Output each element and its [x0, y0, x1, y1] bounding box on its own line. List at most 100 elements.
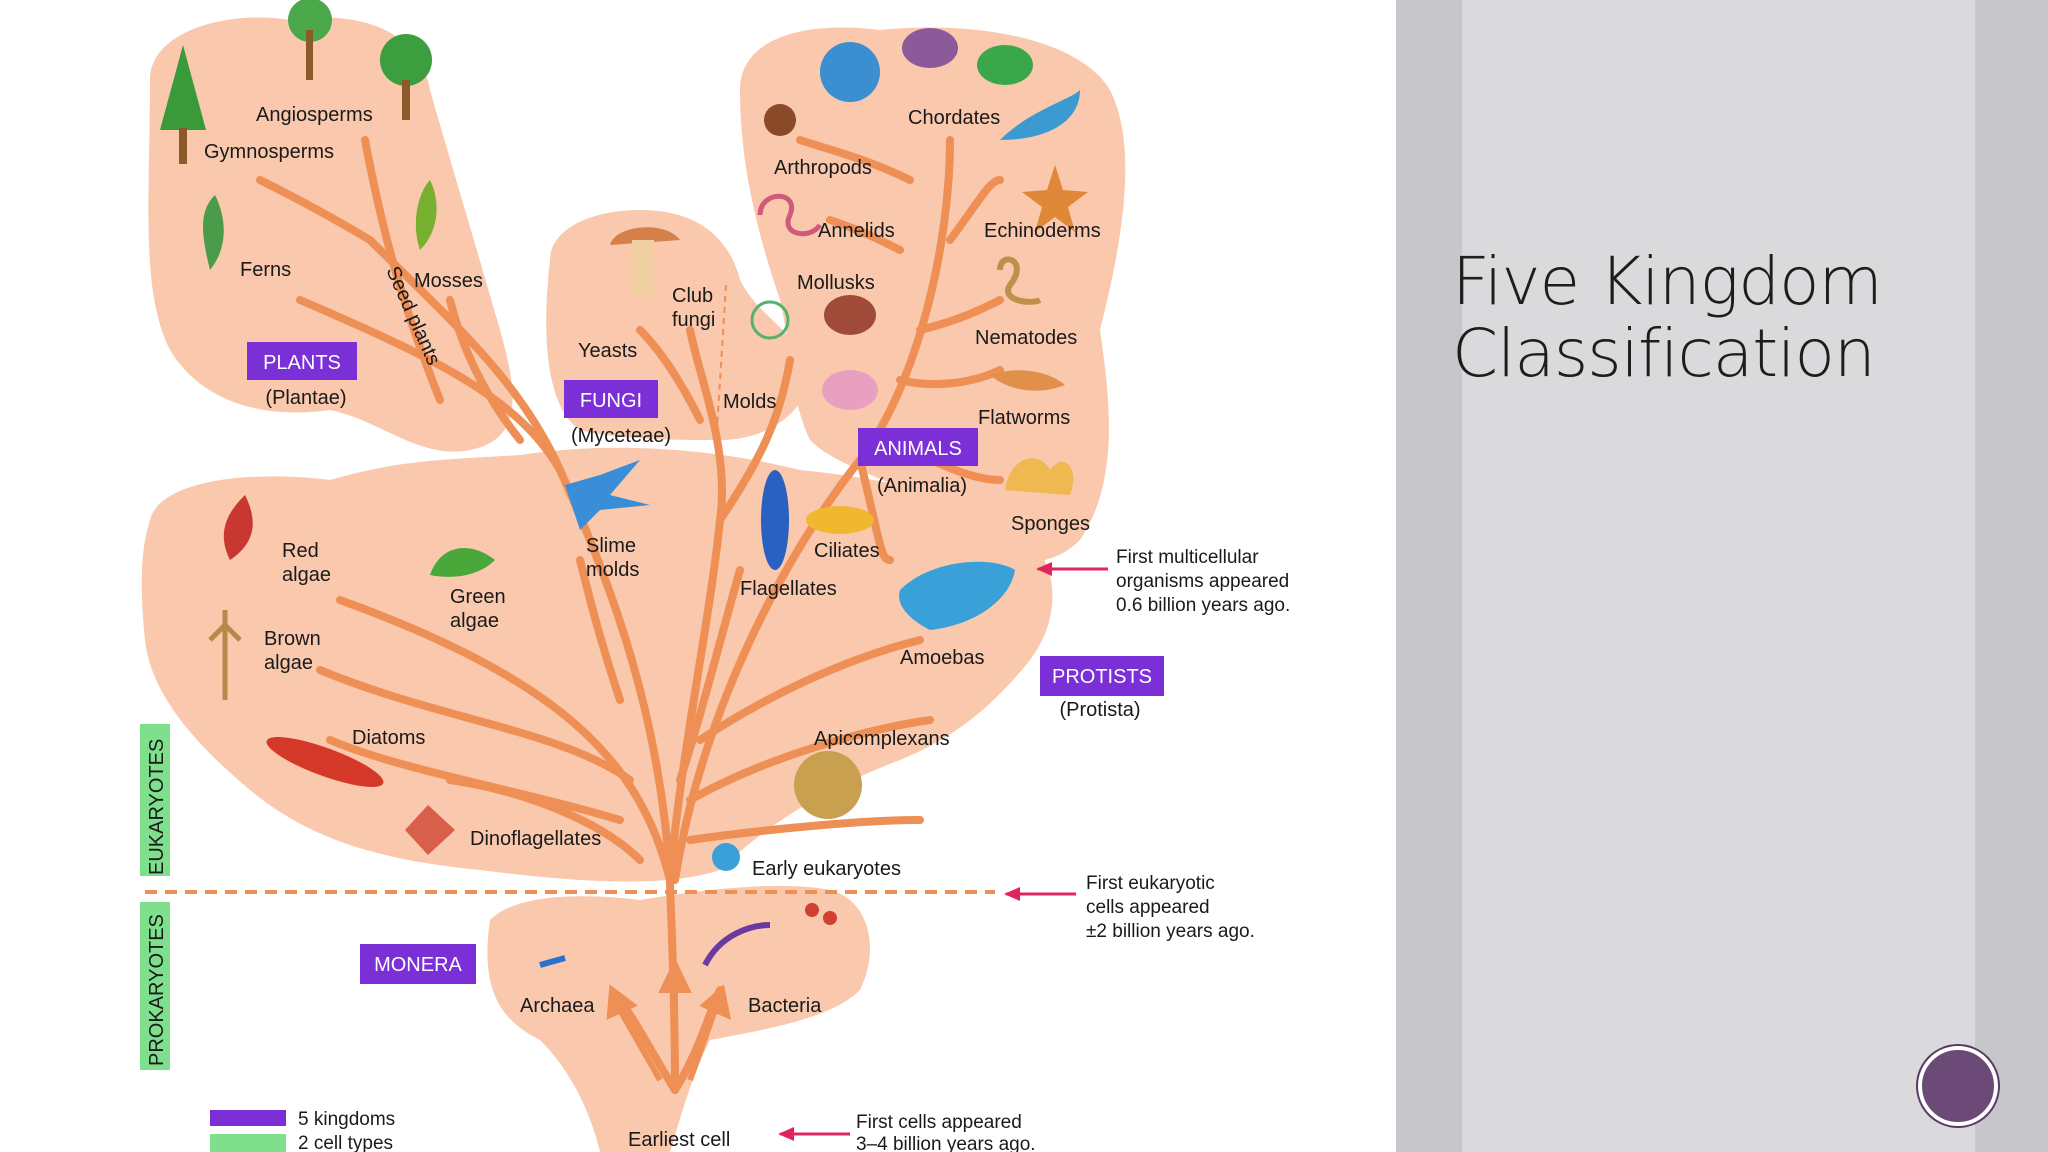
ciliate-icon — [806, 506, 874, 534]
kingdom-protists-label: PROTISTS — [1052, 666, 1152, 688]
bird-icon — [820, 42, 880, 102]
bacteria-icon — [702, 922, 771, 967]
kingdom-plants: PLANTS (Plantae) — [247, 342, 357, 409]
side-panel-texture — [1462, 0, 1975, 1152]
starfish-icon — [1022, 165, 1088, 232]
kingdom-monera-label: MONERA — [374, 954, 462, 976]
label-brown: Brown — [264, 628, 321, 650]
upward-arrows — [606, 958, 732, 1082]
early-eukaryote-icon — [712, 843, 740, 871]
kingdom-protists: PROTISTS (Protista) — [1040, 656, 1164, 721]
label-red-algae: algae — [282, 564, 331, 586]
label-bacteria: Bacteria — [748, 995, 822, 1017]
kingdom-fungi-latin: (Myceteae) — [571, 425, 671, 447]
label-earliest-cell: Earliest cell — [628, 1129, 730, 1151]
legend-cell-types-swatch — [210, 1134, 286, 1152]
dinoflagellate-icon — [405, 805, 455, 855]
circle-button-icon[interactable] — [1918, 1046, 1998, 1126]
fish-icon — [1000, 90, 1080, 140]
tree-of-life-diagram: PLANTS (Plantae) FUNGI (Myceteae) ANIMAL… — [140, 0, 1291, 1152]
red-algae-icon — [223, 495, 253, 560]
svg-text:cells appeared: cells appeared — [1086, 897, 1210, 918]
slide-title-line2: Classification — [1452, 315, 1876, 392]
kingdom-fungi: FUNGI (Myceteae) — [564, 380, 671, 447]
label-ciliates: Ciliates — [814, 540, 880, 562]
label-archaea: Archaea — [520, 995, 595, 1017]
label-annelids: Annelids — [818, 220, 895, 242]
label-nematodes: Nematodes — [975, 327, 1077, 349]
eukaryotes-bar: EUKARYOTES — [140, 724, 170, 876]
label-green: Green — [450, 586, 506, 608]
archaea-icon — [539, 955, 566, 968]
palm-tree-icon — [288, 0, 332, 42]
kingdom-animals-latin: (Animalia) — [877, 475, 967, 497]
svg-text:±2 billion years ago.: ±2 billion years ago. — [1086, 921, 1255, 942]
svg-text:First cells appeared: First cells appeared — [856, 1112, 1022, 1133]
label-red: Red — [282, 540, 319, 562]
svg-text:First eukaryotic: First eukaryotic — [1086, 873, 1215, 894]
green-algae-icon — [430, 548, 495, 577]
label-green-algae: algae — [450, 610, 499, 632]
insect-icon — [764, 104, 796, 136]
animal-labels: Chordates Arthropods Annelids Echinoderm… — [774, 107, 1101, 535]
tree-icon — [380, 34, 432, 86]
frog-icon — [977, 45, 1033, 85]
nematode-icon — [997, 256, 1042, 305]
label-slime-molds: molds — [586, 559, 639, 581]
label-club: Club — [672, 285, 713, 307]
fungi-animal-divider — [715, 284, 727, 446]
flagellate-icon — [761, 470, 789, 570]
kingdom-plants-latin: (Plantae) — [265, 387, 346, 409]
snail-icon — [824, 295, 876, 335]
svg-text:0.6 billion years ago.: 0.6 billion years ago. — [1116, 595, 1290, 616]
label-sponges: Sponges — [1011, 513, 1090, 535]
eukaryotes-label: EUKARYOTES — [146, 739, 168, 875]
jellyfish-icon — [822, 370, 878, 410]
kingdom-plants-label: PLANTS — [263, 352, 341, 374]
tree-branches — [256, 136, 1004, 1094]
amoeba-icon — [899, 561, 1015, 630]
diatom-icon — [266, 737, 384, 787]
label-arthropods: Arthropods — [774, 157, 872, 179]
prokaryotes-bar: PROKARYOTES — [140, 902, 170, 1070]
label-dinoflagellates: Dinoflagellates — [470, 828, 601, 850]
label-apicomplexans: Apicomplexans — [814, 728, 950, 750]
label-diatoms: Diatoms — [352, 727, 425, 749]
monera-region — [487, 885, 870, 1152]
svg-text:First multicellular: First multicellular — [1116, 547, 1259, 568]
legend-kingdoms-swatch — [210, 1110, 286, 1126]
protist-labels: Red algae Green algae Brown algae Slime … — [264, 535, 985, 850]
side-band-left — [1396, 0, 1462, 1152]
label-flagellates: Flagellates — [740, 578, 837, 600]
label-gymnosperms: Gymnosperms — [204, 141, 334, 163]
diagram-svg: PLANTS (Plantae) FUNGI (Myceteae) ANIMAL… — [140, 0, 1290, 1152]
moss-icon — [415, 180, 437, 250]
kingdom-animals-label: ANIMALS — [874, 438, 962, 460]
mold-icon — [750, 300, 790, 340]
side-band-right — [1975, 0, 2048, 1152]
annotation-multicellular: First multicellular organisms appeared 0… — [1036, 547, 1290, 616]
apicomplexan-icon — [794, 751, 862, 819]
label-amoebas: Amoebas — [900, 647, 985, 669]
label-angiosperms: Angiosperms — [256, 104, 373, 126]
kingdom-protists-latin: (Protista) — [1059, 699, 1140, 721]
label-molds: Molds — [723, 391, 776, 413]
label-early-eukaryotes: Early eukaryotes — [752, 858, 901, 880]
legend-kingdoms-label: 5 kingdoms — [298, 1109, 395, 1130]
label-fungi: fungi — [672, 309, 715, 331]
kingdom-animals: ANIMALS (Animalia) — [858, 428, 978, 497]
label-mollusks: Mollusks — [797, 272, 875, 294]
svg-text:organisms appeared: organisms appeared — [1116, 571, 1289, 592]
worm-icon — [757, 193, 823, 237]
early-life-labels: Early eukaryotes Archaea Bacteria Earlie… — [520, 858, 901, 1151]
conifer-icon — [160, 45, 206, 130]
fungi-labels: Club fungi Yeasts Molds — [578, 285, 776, 413]
annotation-first-cells: First cells appeared 3–4 billion years a… — [778, 1112, 1036, 1152]
legend-cell-types-label: 2 cell types — [298, 1133, 393, 1152]
kingdom-monera: MONERA — [360, 944, 476, 984]
annotation-eukaryotic: First eukaryotic cells appeared ±2 billi… — [1004, 873, 1255, 942]
brown-algae-icon — [208, 610, 242, 700]
organism-icons — [160, 0, 1088, 968]
legend: 5 kingdoms 2 cell types — [210, 1109, 395, 1152]
mushroom-icon — [610, 227, 680, 245]
